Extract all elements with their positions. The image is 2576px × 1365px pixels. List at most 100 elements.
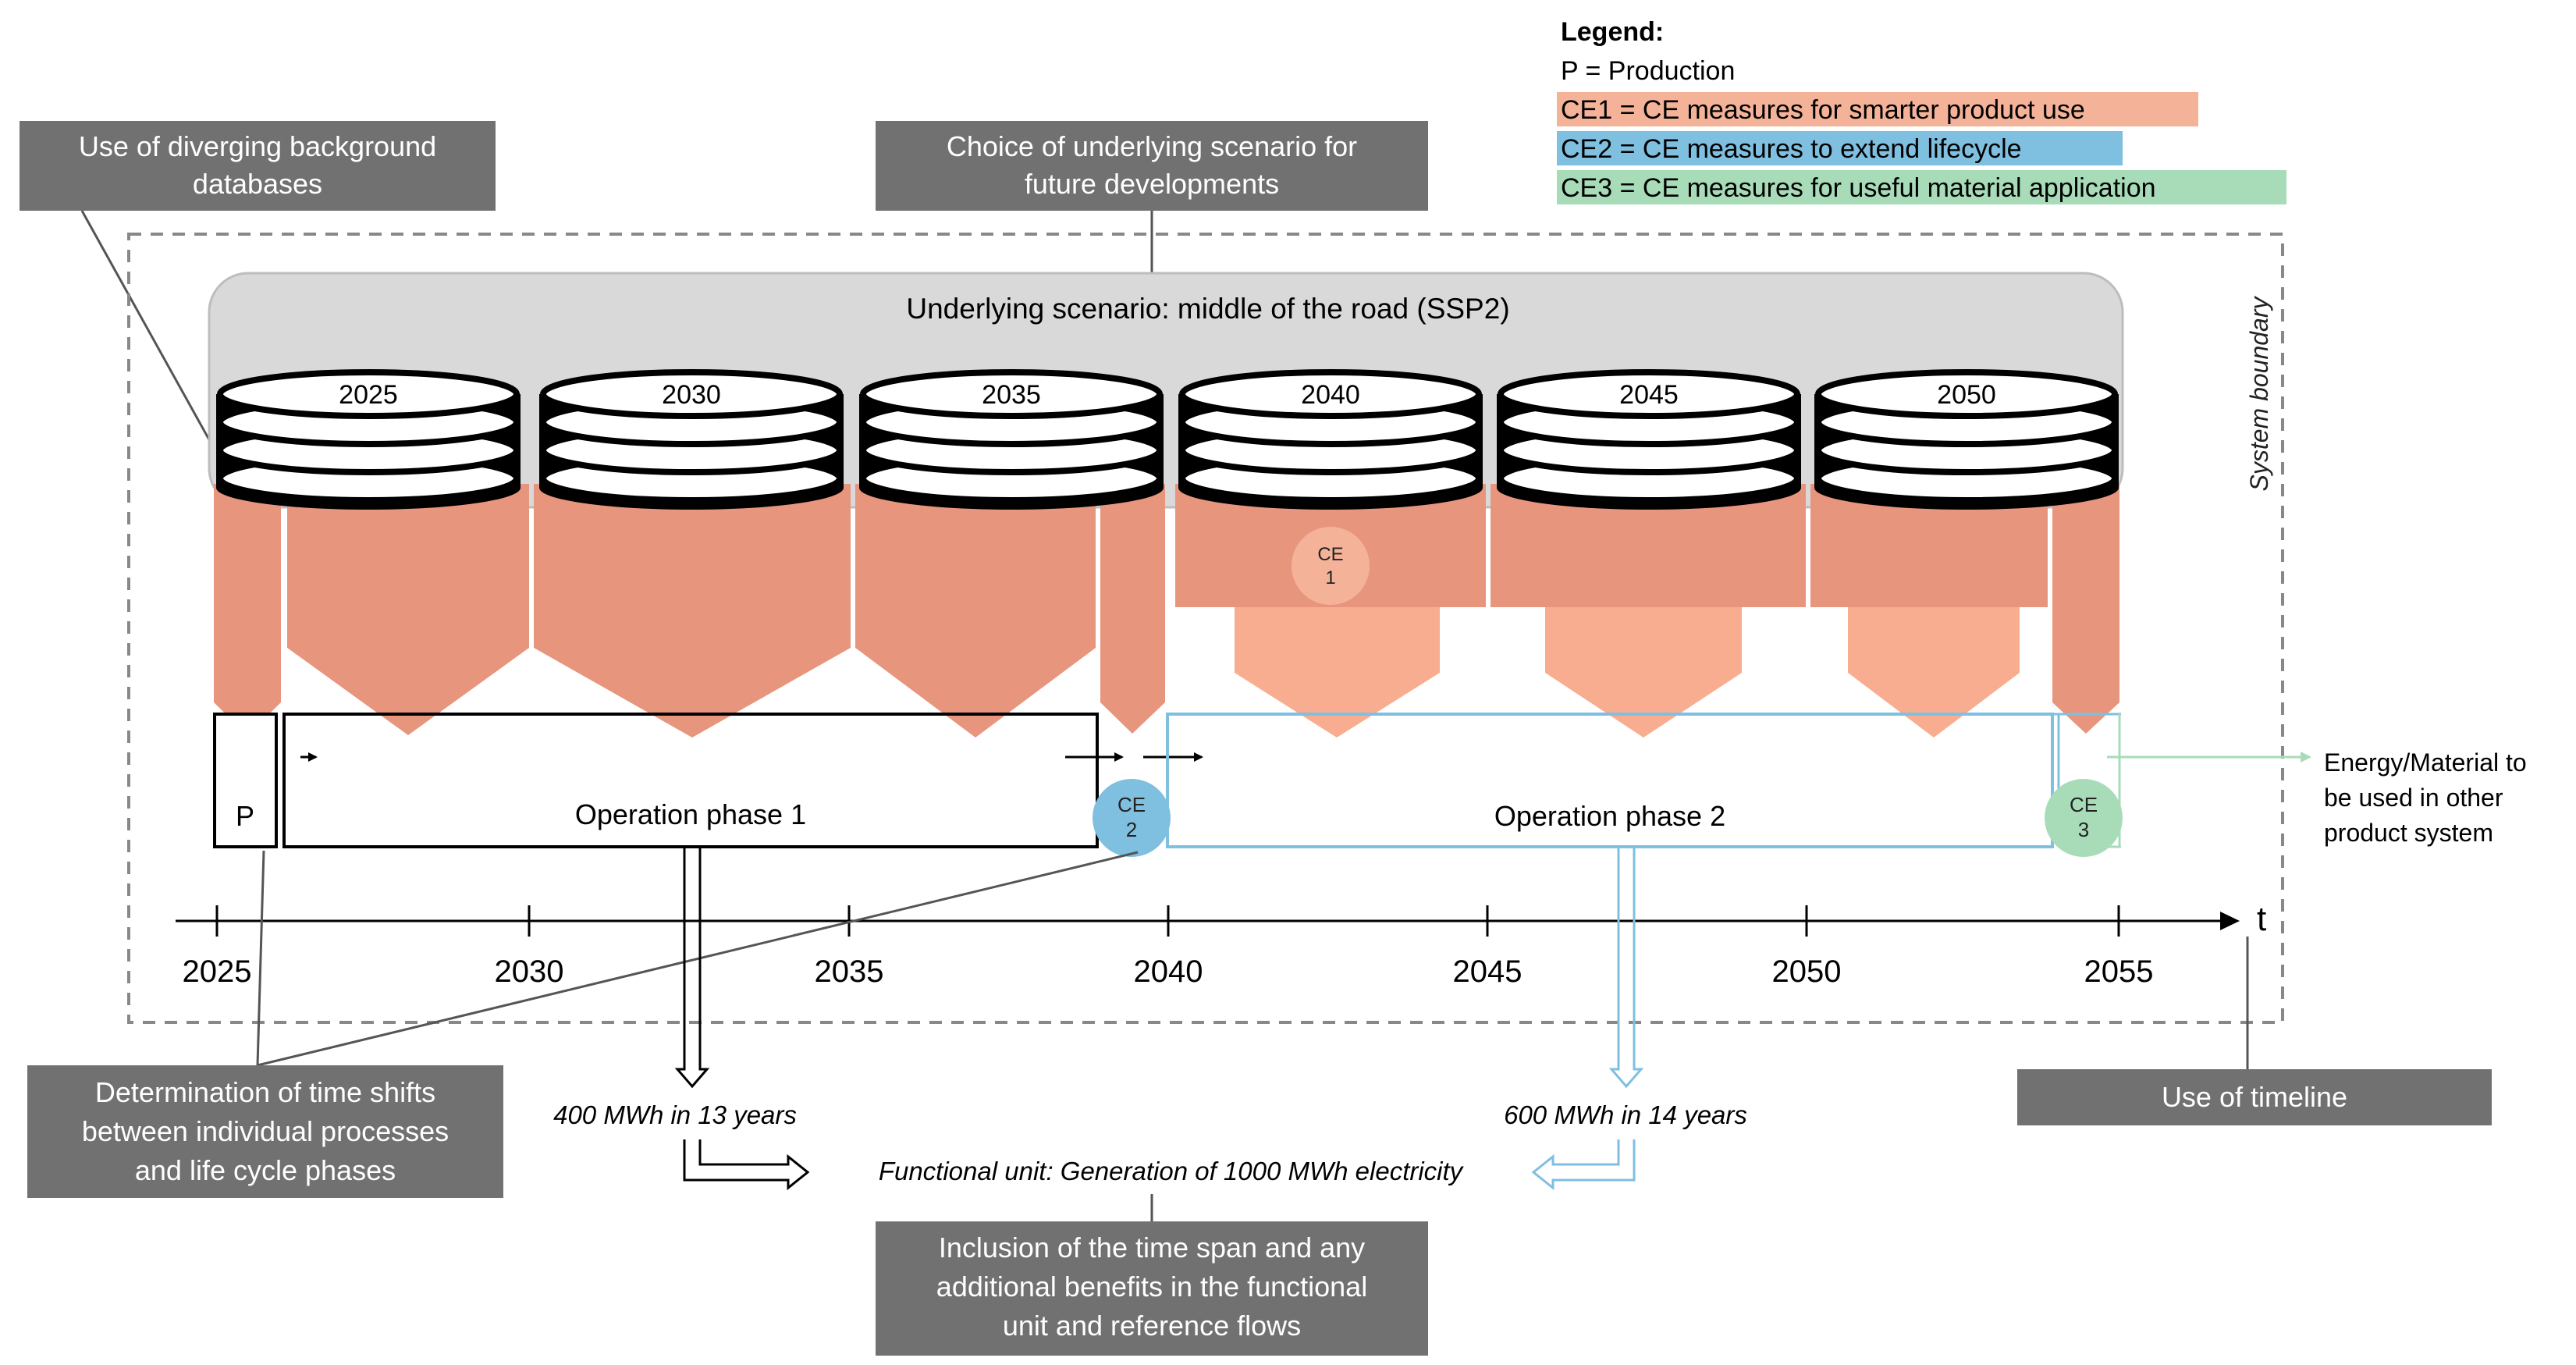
legend-title: Legend: [1561, 17, 1664, 47]
callout-scenario-choice: Choice of underlying scenario for future… [876, 121, 1428, 211]
callout-timeline: Use of timeline [2017, 1069, 2492, 1125]
callout-line: Inclusion of the time span and any [939, 1232, 1365, 1264]
legend-swatch-ce2 [1557, 131, 2123, 165]
callout-line: Use of timeline [2162, 1081, 2347, 1113]
phase2-left-arrow [1531, 1139, 1636, 1191]
phase2-flow-label: 600 MWh in 14 years [1504, 1100, 1747, 1129]
timeline-ticks: 2025 2030 2035 2040 2045 2050 2055 [183, 905, 2154, 989]
energy-output-line: be used in other [2324, 784, 2503, 812]
database-disc [1815, 369, 2118, 419]
functional-unit-label: Functional unit: Generation of 1000 MWh … [879, 1157, 1465, 1185]
ce3-circle [2045, 779, 2123, 857]
callout-box [2017, 1069, 2492, 1125]
ce2-circle [1093, 779, 1171, 857]
operation-phase-2-label: Operation phase 2 [1494, 800, 1725, 832]
operation-phase-2-box [1166, 713, 2054, 848]
callout-box [876, 1221, 1428, 1356]
timeline-tick-label: 2045 [1453, 954, 1523, 989]
callout-box [876, 121, 1428, 211]
system-boundary [127, 233, 2284, 1024]
legend-item-ce2: CE2 = CE measures to extend lifecycle [1561, 134, 2022, 164]
ce2-marker: CE 2 [1093, 779, 1171, 857]
timeline: t 2025 2030 2035 2040 2045 2050 2055 [176, 900, 2266, 989]
db2030-arrow [534, 484, 851, 738]
ce2-label: CE [1117, 793, 1146, 816]
timeline-tick-label: 2055 [2084, 954, 2154, 989]
callout-line: Determination of time shifts [95, 1076, 435, 1108]
callout-line: between individual processes [82, 1115, 449, 1147]
callout-line: additional benefits in the functional [936, 1271, 1367, 1303]
database-cylinder: 2035 [859, 369, 1164, 510]
production-label: P [236, 800, 254, 832]
phase2-flow [1531, 847, 1644, 1191]
legend: Legend: P = Production CE1 = CE measures… [1557, 17, 2286, 204]
callout-line: Use of diverging background [79, 130, 436, 162]
phase1-right-arrow [683, 1139, 810, 1191]
callout-line: Choice of underlying scenario for [947, 130, 1357, 162]
db2050-tail-arrow [2052, 484, 2119, 734]
callout-line: and life cycle phases [135, 1154, 396, 1186]
callout-time-shifts: Determination of time shifts between ind… [27, 1065, 503, 1198]
database-year-label: 2050 [1937, 380, 1996, 410]
legend-item-ce3: CE3 = CE measures for useful material ap… [1561, 173, 2156, 203]
production-box [213, 713, 278, 848]
ce3-marker: CE 3 [2045, 779, 2123, 857]
callout-box [20, 121, 496, 211]
callout-line: unit and reference flows [1003, 1310, 1301, 1342]
timeline-tick-label: 2050 [1772, 954, 1842, 989]
ce1-label: CE [1317, 544, 1343, 565]
database-cylinder: 2040 [1178, 369, 1483, 510]
production-arrow [214, 484, 281, 735]
legend-item-ce1: CE1 = CE measures for smarter product us… [1561, 95, 2085, 125]
ce1-marker: CE 1 [1292, 527, 1370, 605]
timeline-arrowhead [2220, 912, 2240, 930]
database-disc [540, 369, 843, 419]
connector-line [257, 851, 1139, 1067]
connector-line [256, 850, 265, 1066]
database-disc [860, 369, 1163, 419]
callout-line: future developments [1025, 168, 1279, 200]
database-cylinders: 2025 2030 2035 2040 2045 2050 [216, 369, 2119, 510]
operation1-arrows [214, 484, 2119, 738]
callout-line: databases [193, 168, 322, 200]
ce1-arrows [1235, 607, 2020, 738]
scenario-label: Underlying scenario: middle of the road … [906, 293, 1509, 325]
system-boundary-label: System boundary [2245, 295, 2273, 491]
database-cylinder: 2045 [1497, 369, 1801, 510]
legend-swatch-ce3 [1557, 170, 2286, 204]
database-cylinder: 2030 [539, 369, 844, 510]
database-year-label: 2035 [982, 380, 1041, 410]
timeline-tick-label: 2025 [183, 954, 252, 989]
ce1-label: 1 [1325, 567, 1335, 588]
ce1-arrow [1848, 607, 2020, 738]
database-disc [1498, 369, 1800, 419]
phase1-flow-label: 400 MWh in 13 years [553, 1100, 797, 1129]
timeline-tick-label: 2035 [815, 954, 884, 989]
ce1-arrow [1545, 607, 1742, 738]
database-disc [217, 369, 520, 419]
ce2-label: 2 [1126, 818, 1137, 841]
db2035-tail-arrow [1100, 484, 1165, 734]
db2035-arrow [855, 484, 1096, 738]
database-year-label: 2040 [1301, 380, 1360, 410]
operation-phase-1-label: Operation phase 1 [575, 798, 806, 830]
phase1-flow [674, 847, 810, 1191]
database-cylinder: 2050 [1814, 369, 2119, 510]
callout-databases: Use of diverging background databases [20, 121, 496, 211]
timeline-tick-label: 2030 [495, 954, 564, 989]
connector-line [80, 210, 220, 457]
phase1-down-arrow [674, 847, 710, 1089]
ce3-label: CE [2070, 793, 2098, 816]
db2025-arrow [287, 484, 529, 735]
database-year-label: 2030 [662, 380, 721, 410]
timeline-tick-label: 2040 [1134, 954, 1203, 989]
callout-functional-unit: Inclusion of the time span and any addit… [876, 1221, 1428, 1356]
database-cylinder: 2025 [216, 369, 521, 510]
database-year-label: 2045 [1619, 380, 1679, 410]
timeline-axis-label: t [2257, 900, 2266, 938]
energy-output-line: Energy/Material to [2324, 748, 2527, 777]
callout-box [27, 1065, 503, 1198]
legend-item-production: P = Production [1561, 56, 1735, 86]
operation-phase-1-box [282, 713, 1099, 848]
